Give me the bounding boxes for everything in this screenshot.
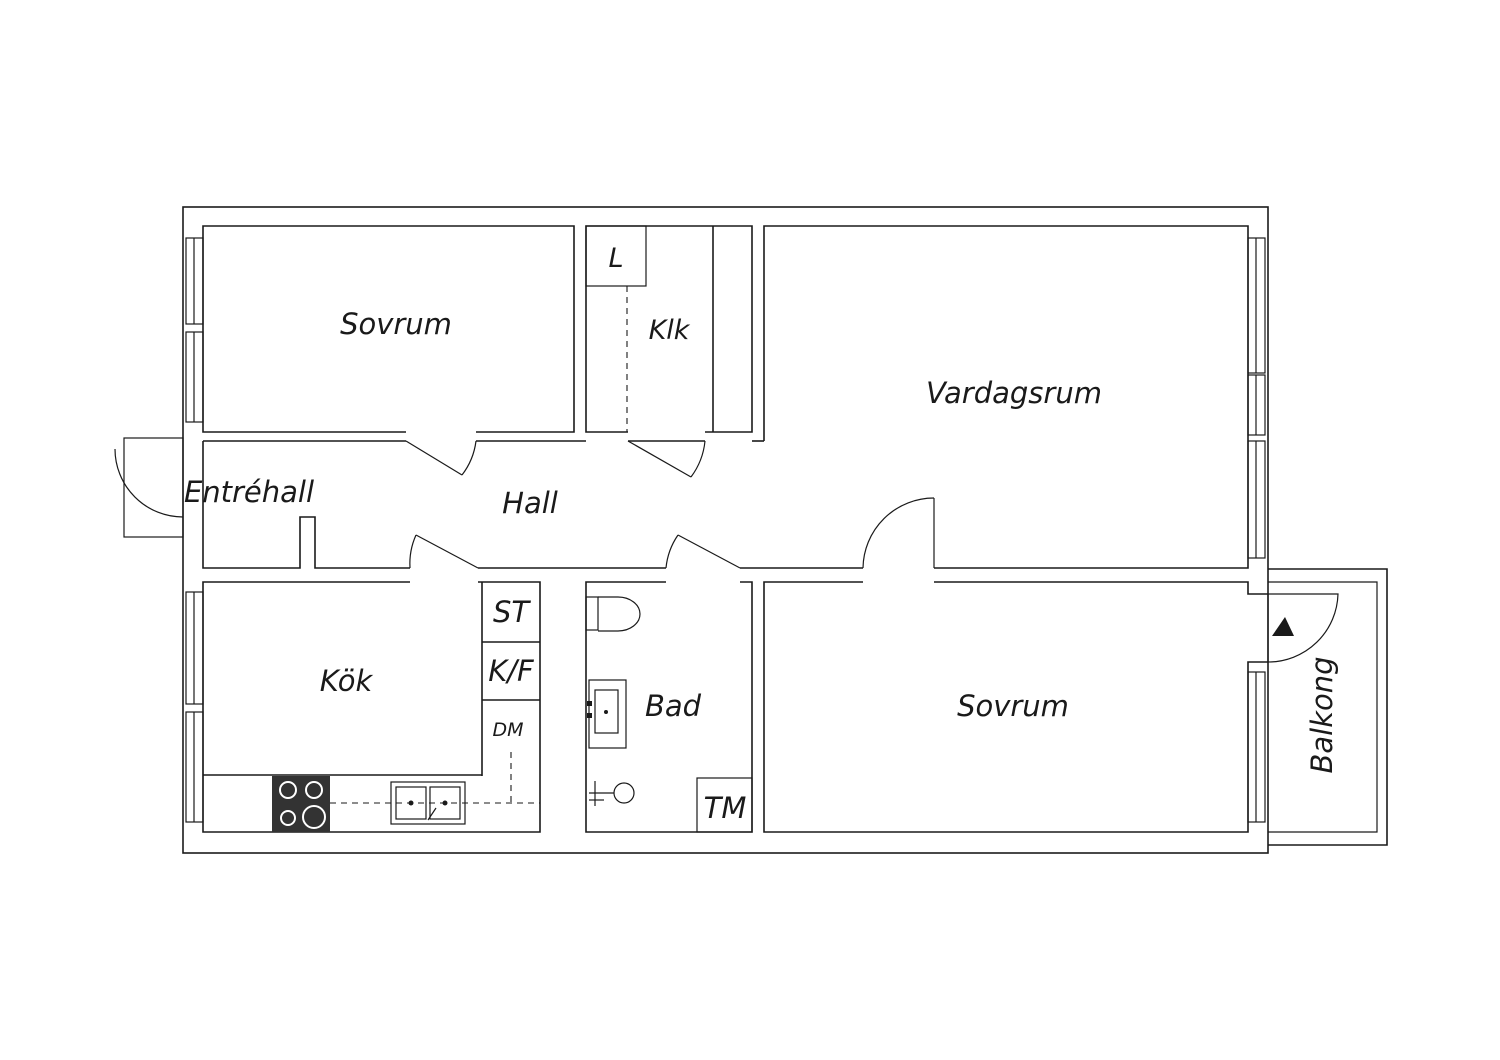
label-tm: TM <box>704 791 747 825</box>
label-vardagsrum: Vardagsrum <box>926 376 1102 410</box>
entrance-door <box>114 437 184 538</box>
label-bad: Bad <box>645 689 702 723</box>
doors <box>114 437 1339 663</box>
washbasin-icon <box>587 679 627 749</box>
label-entrehall: Entréhall <box>184 475 314 509</box>
windows <box>185 237 1266 823</box>
label-hall: Hall <box>502 486 558 520</box>
door-balkong <box>1267 593 1339 663</box>
label-st: ST <box>493 595 531 629</box>
interior-walls <box>202 225 1388 846</box>
fixtures <box>272 286 641 832</box>
toilet-icon <box>585 596 641 632</box>
label-sovrum-1: Sovrum <box>340 307 452 341</box>
shower-icon <box>589 781 635 806</box>
door-sovrum-1 <box>405 440 477 476</box>
label-sovrum-2: Sovrum <box>957 689 1069 723</box>
room-labels: Sovrum Klk L Vardagsrum Entréhall Hall K… <box>184 243 1339 825</box>
door-kok <box>409 534 479 569</box>
label-klk: Klk <box>649 315 691 346</box>
door-vardagsrum <box>862 497 935 569</box>
label-kf: K/F <box>488 654 535 688</box>
stove-icon <box>272 776 330 832</box>
door-bad <box>665 534 741 569</box>
entry-arrow-icon <box>1272 617 1294 636</box>
label-l: L <box>608 243 623 274</box>
outer-walls <box>182 206 1269 854</box>
label-balkong: Balkong <box>1305 656 1339 773</box>
label-dm: DM <box>492 719 523 741</box>
label-kok: Kök <box>320 664 374 698</box>
kitchen-sink-icon <box>390 781 466 825</box>
door-klk <box>627 440 706 478</box>
